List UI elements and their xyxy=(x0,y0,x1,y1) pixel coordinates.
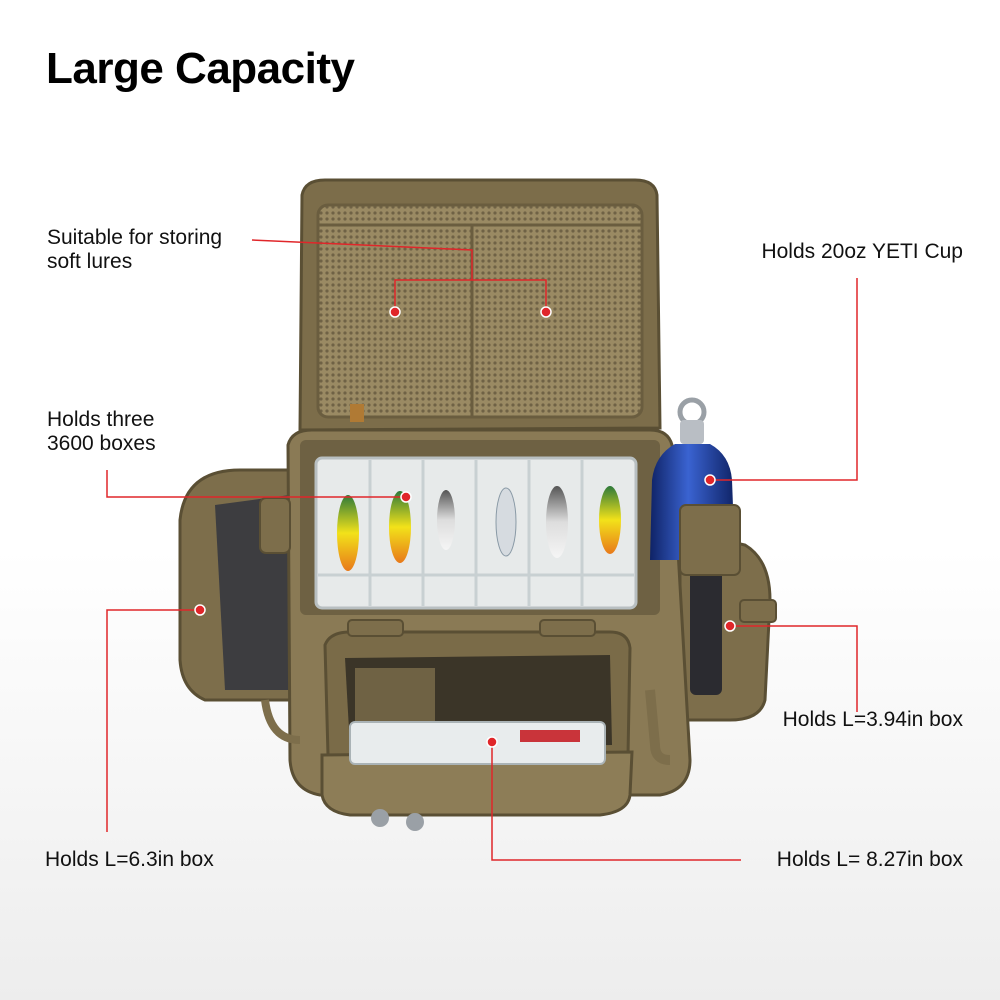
side-left-dot xyxy=(194,604,206,616)
callout-soft-lures-line1: Suitable for storing xyxy=(47,226,223,249)
side-left-line xyxy=(106,609,200,832)
water-bottle xyxy=(650,397,741,576)
callout-soft-lures: Suitable for storing soft lures xyxy=(47,226,222,274)
callout-yeti-cup: Holds 20oz YETI Cup xyxy=(761,240,963,263)
soft-lures-dot-left xyxy=(389,306,401,318)
yeti-cup-line xyxy=(710,278,858,481)
callout-side-right: Holds L=3.94in box xyxy=(782,708,963,731)
three-boxes-dot xyxy=(400,491,412,503)
callout-front-pocket: Holds L= 8.27in box xyxy=(776,848,963,871)
soft-lures-dot-right xyxy=(540,306,552,318)
callout-three-boxes: Holds three 3600 boxes xyxy=(47,408,156,456)
side-right-line xyxy=(730,625,858,712)
three-boxes-line xyxy=(106,470,406,498)
soft-lures-line xyxy=(251,239,473,312)
straps xyxy=(259,497,777,831)
callout-soft-lures-line2: soft lures xyxy=(47,250,133,273)
tackle-box xyxy=(314,456,638,610)
front-pocket-line xyxy=(491,742,741,861)
page-title: Large Capacity xyxy=(46,44,355,93)
front-pocket-dot xyxy=(486,736,498,748)
front-pocket xyxy=(320,630,634,817)
soft-lures-line-right xyxy=(472,279,547,312)
side-right-dot xyxy=(724,620,736,632)
yeti-cup-dot xyxy=(704,474,716,486)
callout-three-boxes-line2: 3600 boxes xyxy=(47,432,156,455)
callout-three-boxes-line1: Holds three xyxy=(47,408,155,431)
callout-side-left: Holds L=6.3in box xyxy=(45,848,214,871)
bag-lid xyxy=(298,178,662,432)
